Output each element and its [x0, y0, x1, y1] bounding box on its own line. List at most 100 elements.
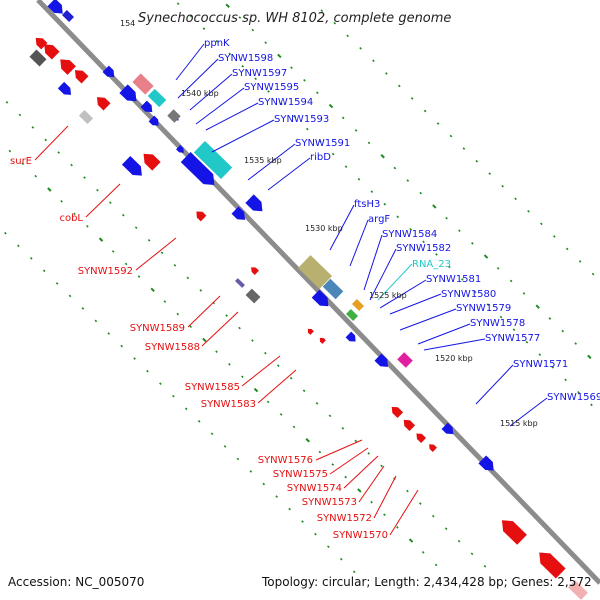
scale-tick [318, 450, 322, 454]
scale-label-1540: 1540 kbp [181, 89, 219, 98]
reverse-gene-14 [539, 552, 566, 579]
scale-tick [251, 339, 254, 342]
scale-tick [551, 365, 555, 369]
scale-tick [305, 127, 309, 131]
scale-tick [327, 545, 330, 549]
forward-gene-0-shape [47, 0, 63, 14]
scale-tick [574, 342, 578, 345]
scale-tick [189, 14, 193, 18]
scale-tick [341, 116, 345, 120]
scale-tick [471, 241, 474, 245]
forward-gene-magenta [397, 352, 413, 368]
scale-tick [31, 126, 35, 129]
forward-gene-13-shape [478, 455, 494, 471]
forward-gene-11 [374, 353, 389, 367]
scale-tick [57, 151, 61, 154]
scale-tick [444, 527, 448, 530]
reverse-gene-9 [391, 406, 404, 419]
scale-label-1525: 1525 kbp [369, 291, 407, 300]
scale-tick [436, 122, 440, 125]
scale-tick [344, 165, 348, 168]
gene-label-synw1575: SYNW1575 [273, 469, 328, 480]
scale-tick [42, 269, 46, 273]
scale-tick [172, 394, 175, 398]
scale-tick [264, 41, 268, 44]
scale-tick [470, 552, 474, 556]
gene-label-synw1578: SYNW1578 [470, 318, 525, 329]
scale-tick [419, 191, 423, 195]
gene-label-synw1571: SYNW1571 [513, 359, 568, 370]
scale-tick [501, 184, 504, 188]
forward-gene-10-shape [345, 331, 356, 342]
gene-label-synw1580: SYNW1580 [441, 289, 496, 300]
gene-label-ribd: ribD [310, 152, 331, 163]
scale-tick [202, 27, 206, 31]
reverse-gene-pink [568, 580, 588, 600]
reverse-gene-9-shape [391, 406, 404, 419]
gene-label-ppnk: ppnK [204, 38, 230, 49]
reverse-gene-4 [143, 153, 161, 171]
scale-tick [385, 72, 388, 75]
reverse-gene-12-shape [429, 444, 437, 452]
forward-gene-11-shape [374, 353, 389, 367]
scale-tick [249, 470, 253, 473]
reverse-gene-1-shape [60, 59, 76, 75]
leader-line [417, 323, 471, 345]
forward-gene-2 [119, 84, 137, 102]
scale-tick [457, 539, 461, 543]
leader-line [358, 465, 385, 503]
forward-gene-top [61, 10, 75, 22]
reverse-gene-0 [44, 44, 60, 60]
forward-gene-gray-shape [167, 109, 181, 123]
scale-tick [383, 202, 387, 206]
scale-tick [527, 209, 530, 213]
scale-tick [160, 251, 164, 255]
leader-line [85, 183, 121, 218]
scale-tick [423, 109, 427, 113]
leader-line [509, 397, 548, 427]
scale-tick [253, 387, 259, 393]
reverse-gene-2-shape [74, 70, 89, 84]
scale-tick [202, 337, 207, 343]
scale-tick [81, 307, 85, 310]
scale-tick [173, 264, 177, 267]
forward-gene-pink-shape [132, 73, 154, 95]
scale-tick [577, 391, 580, 394]
leader-line [349, 219, 369, 267]
scale-tick [318, 140, 322, 143]
gene-label-ftsh3: ftsH3 [354, 199, 380, 210]
scale-tick [488, 172, 492, 176]
scale-label-1515: 1515 kbp [500, 419, 538, 428]
scale-tick [499, 315, 503, 319]
scale-tick [483, 564, 487, 568]
forward-gene-6-shape [180, 152, 215, 185]
gene-label-synw1585: SYNW1585 [185, 382, 240, 393]
leader-line [189, 73, 233, 111]
reverse-gene-gray [29, 49, 47, 67]
scale-tick [462, 147, 466, 150]
forward-gene-7-shape [231, 206, 246, 220]
gene-label-synw1579: SYNW1579 [456, 303, 511, 314]
gene-label-synw1593: SYNW1593 [274, 114, 329, 125]
leader-line [257, 369, 297, 404]
topology-text: Topology: circular; Length: 2,434,428 bp… [261, 575, 592, 589]
reverse-gene-12 [429, 444, 437, 452]
scale-tick [475, 159, 479, 163]
reverse-gene-11-shape [416, 433, 427, 443]
forward-gene-orange [351, 299, 365, 311]
scale-tick [432, 204, 437, 209]
scale-tick [435, 253, 438, 256]
scale-tick [73, 212, 76, 216]
leader-line [34, 125, 69, 161]
leader-line [195, 87, 245, 125]
leader-line [389, 293, 442, 315]
scale-tick [184, 407, 188, 411]
forward-gene-12 [441, 422, 454, 435]
scale-tick [266, 400, 270, 404]
scale-tick [44, 138, 48, 142]
scale-tick [121, 213, 125, 217]
forward-gene-cyan-small-shape [147, 88, 167, 108]
forward-gene-cyan [193, 141, 233, 179]
scale-tick [448, 265, 451, 269]
leader-line [369, 248, 397, 301]
